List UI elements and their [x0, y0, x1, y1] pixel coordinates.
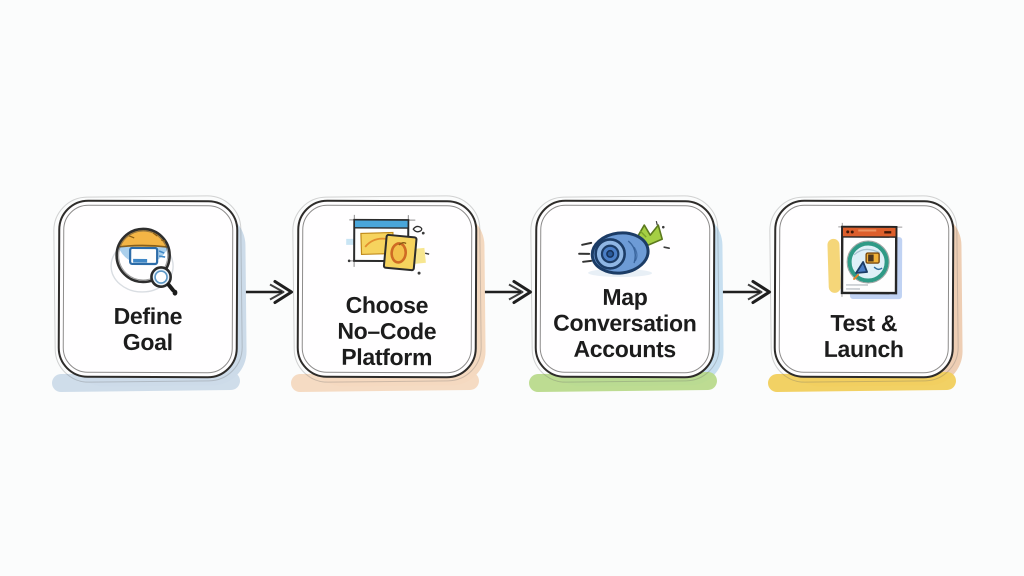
step-label-line: Choose — [345, 291, 428, 318]
step-card-choose-no-code-platform: Choose No–Code Platform — [290, 199, 486, 393]
step-label: Choose No–Code Platform — [337, 291, 436, 369]
windows-sticky-note-icon — [341, 208, 433, 288]
step-card: Map Conversation Accounts — [534, 199, 716, 379]
goal-search-icon — [109, 223, 187, 299]
rolled-map-icon — [576, 216, 674, 280]
step-label-line: Define — [113, 302, 183, 329]
flow-arrow-icon — [238, 200, 297, 378]
browser-globe-rocket-icon — [818, 216, 910, 306]
process-flow-diagram: Define Goal — [51, 197, 963, 393]
step-label-line: Conversation — [553, 309, 697, 336]
flow-arrow-icon — [477, 200, 536, 378]
step-card: Define Goal — [57, 199, 239, 379]
step-card-map-conversation-accounts: Map Conversation Accounts — [529, 199, 725, 393]
step-label: Define Goal — [113, 302, 183, 355]
step-label: Map Conversation Accounts — [553, 283, 697, 362]
step-card: Test & Launch — [773, 199, 955, 379]
step-label-line: Goal — [122, 328, 173, 355]
step-label-line: Test & — [830, 309, 898, 336]
step-card-define-goal: Define Goal — [51, 199, 247, 393]
step-label-line: No–Code — [336, 317, 436, 344]
step-label-line: Accounts — [573, 335, 677, 362]
step-card-test-launch: Test & Launch — [767, 199, 963, 393]
step-label-line: Platform — [340, 343, 432, 370]
step-card: Choose No–Code Platform — [296, 199, 478, 379]
step-label-line: Map — [602, 283, 648, 310]
flow-arrow-icon — [715, 200, 774, 378]
step-label: Test & Launch — [824, 309, 904, 361]
step-label-line: Launch — [823, 335, 904, 362]
